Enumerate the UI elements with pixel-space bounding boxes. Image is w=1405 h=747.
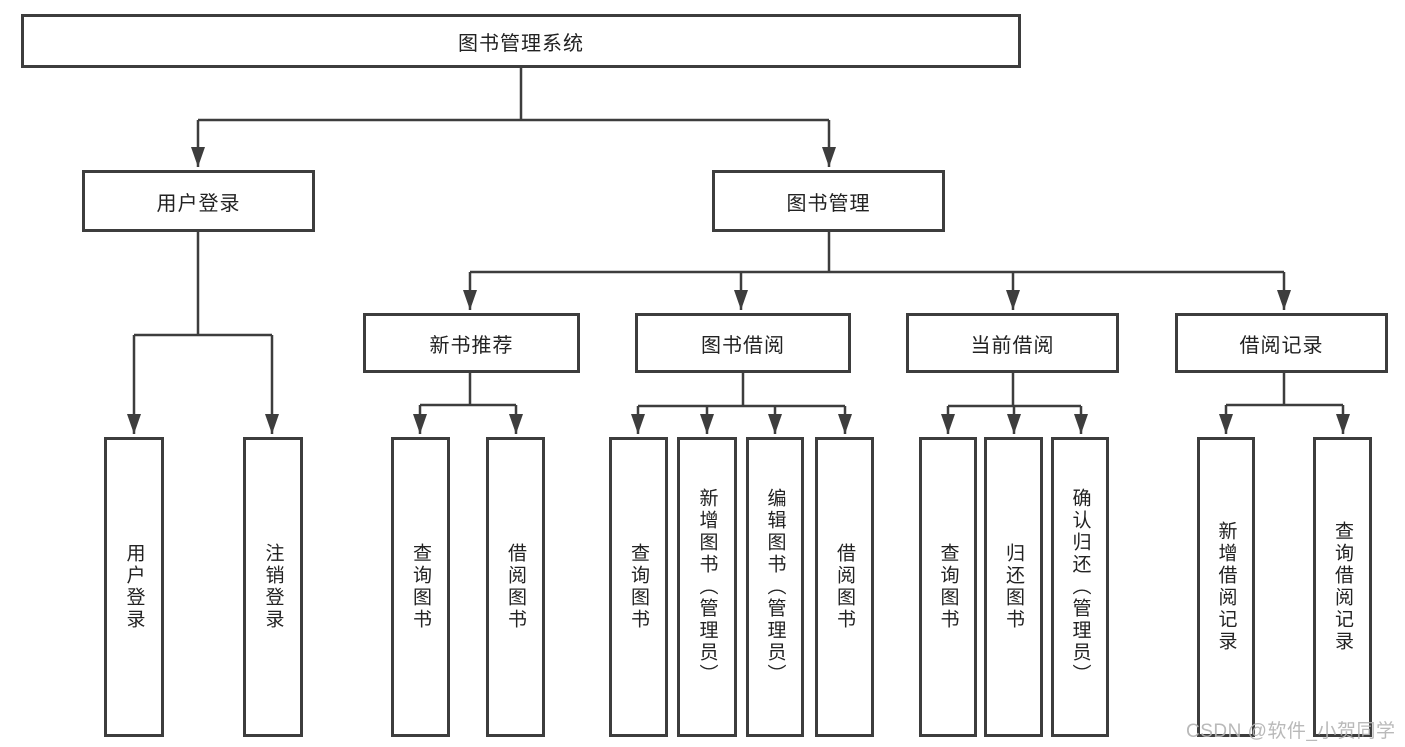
leaf-return-books: 归还图书 [984,437,1043,737]
node-current-borrowing: 当前借阅 [906,313,1119,373]
leaf-query-borrow-record: 查询借阅记录 [1313,437,1372,737]
node-book-management: 图书管理 [712,170,945,232]
connector-current-trunk [948,373,1081,408]
leaf-confirm-return-admin: 确认归还（管理员） [1051,437,1109,737]
leaf-borrow-books-borrowing: 借阅图书 [815,437,874,737]
leaf-logout: 注销登录 [243,437,303,737]
node-library-management-system: 图书管理系统 [21,14,1021,68]
leaf-query-books-borrowing: 查询图书 [609,437,668,737]
connector-root-trunk [198,68,829,122]
connector-borrow-trunk [638,373,845,408]
leaf-add-borrow-record: 新增借阅记录 [1197,437,1255,737]
leaf-borrow-books-newbook: 借阅图书 [486,437,545,737]
leaf-query-books-newbook: 查询图书 [391,437,450,737]
leaf-add-books-admin: 新增图书（管理员） [677,437,737,737]
connector-group [127,68,1350,434]
node-new-book-recommendation: 新书推荐 [363,313,580,373]
connector-bookmgmt-trunk [470,232,1284,274]
node-user-login: 用户登录 [82,170,315,232]
connector-userlogin-trunk [134,232,272,337]
connector-records-trunk [1226,373,1343,407]
leaf-query-books-current: 查询图书 [919,437,977,737]
connector-newbook-trunk [420,373,516,407]
csdn-watermark: CSDN @软件_小贺同学 [1186,721,1396,742]
leaf-edit-books-admin: 编辑图书（管理员） [746,437,804,737]
node-book-borrowing: 图书借阅 [635,313,851,373]
leaf-user-login: 用户登录 [104,437,164,737]
node-borrowing-records: 借阅记录 [1175,313,1388,373]
